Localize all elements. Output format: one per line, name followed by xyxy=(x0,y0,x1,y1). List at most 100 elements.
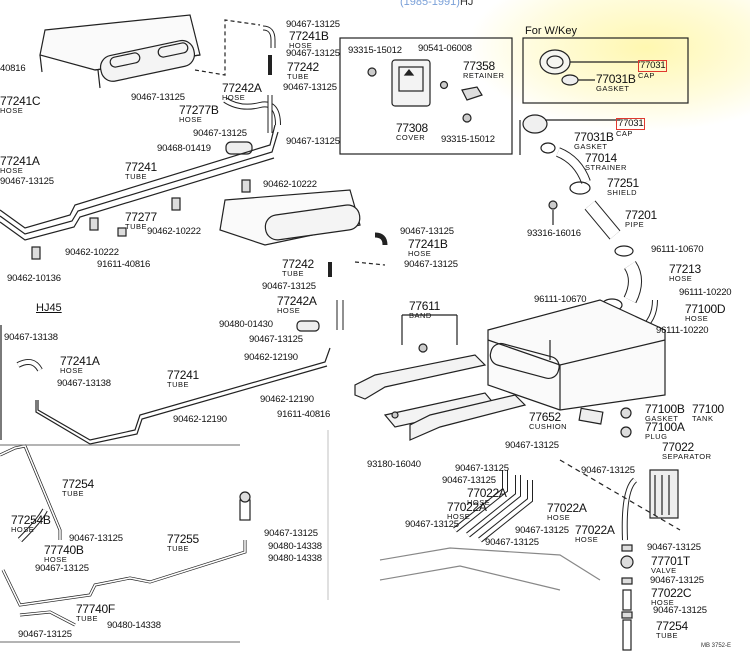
part-label[interactable]: 90467-13125 xyxy=(0,177,54,187)
part-name: HOSE xyxy=(669,274,693,283)
part-label[interactable]: 90480-14338 xyxy=(107,621,161,631)
part-label[interactable]: 90462-10222 xyxy=(65,248,119,258)
part-label[interactable]: 90467-13125 xyxy=(286,137,340,147)
part-label[interactable]: 90467-13125 xyxy=(35,564,89,574)
part-label[interactable]: 90467-13125 xyxy=(69,534,123,544)
part-label[interactable]: 90467-13125 xyxy=(515,526,569,536)
part-label[interactable]: 90467-13125 xyxy=(286,49,340,59)
part-label[interactable]: 96111-10670 xyxy=(534,295,587,305)
part-label[interactable]: 90480-14338 xyxy=(268,554,322,564)
part-label[interactable]: 93316-16016 xyxy=(527,229,581,239)
part-label[interactable]: 93315-15012 xyxy=(348,46,402,56)
part-label[interactable]: 96111-10220 xyxy=(656,326,709,336)
part-label[interactable]: 90468-01419 xyxy=(157,144,211,154)
part-label[interactable]: 91611-40816 xyxy=(97,260,150,270)
part-label[interactable]: 91611-40816 xyxy=(277,410,330,420)
part-label[interactable]: 90467-13125 xyxy=(249,335,303,345)
part-label[interactable]: 90467-13125 xyxy=(404,260,458,270)
part-label[interactable]: 90462-12190 xyxy=(244,353,298,363)
part-label[interactable]: 96111-10670 xyxy=(651,244,704,255)
part-label[interactable]: 90467-13125 xyxy=(283,83,337,93)
part-label[interactable]: 40816 xyxy=(0,64,26,74)
part-label[interactable]: 90467-13125 xyxy=(647,543,701,553)
part-label[interactable]: 90467-13138 xyxy=(57,379,111,389)
part-label[interactable]: 93315-15012 xyxy=(441,135,495,145)
part-label[interactable]: 90467-13125 xyxy=(405,520,459,530)
part-label[interactable]: 90462-10222 xyxy=(147,227,201,237)
header-year-range[interactable]: (1985-1991) xyxy=(400,0,460,8)
part-label[interactable]: 90467-13125 xyxy=(262,282,316,292)
part-number: 90467-13125 xyxy=(515,525,569,536)
part-label[interactable]: 90480-14338 xyxy=(268,542,322,552)
part-label[interactable]: 90467-13125 xyxy=(581,466,635,476)
part-label[interactable]: 90467-13125 xyxy=(264,529,318,539)
part-label[interactable]: 90462-10136 xyxy=(7,274,61,284)
part-label[interactable]: 90467-13125 xyxy=(455,464,509,474)
part-label[interactable]: 90467-13125 xyxy=(505,441,559,451)
part-number: 96111-10670 xyxy=(651,244,704,255)
part-label[interactable]: 90467-13125 xyxy=(286,20,340,30)
part-label[interactable]: 90467-13125 xyxy=(442,476,496,486)
part-number: 90462-10136 xyxy=(7,273,61,284)
part-label[interactable]: 90467-13125 xyxy=(131,93,185,103)
part-label[interactable]: 90467-13125 xyxy=(485,538,539,548)
part-label[interactable]: 93180-16040 xyxy=(367,460,421,470)
part-label[interactable]: 90467-13138 xyxy=(4,333,58,343)
part-label[interactable]: 90467-13125 xyxy=(653,606,707,616)
part-label[interactable]: 90467-13125 xyxy=(400,227,454,237)
part-label[interactable]: 90480-01430 xyxy=(219,320,273,330)
part-label[interactable]: 90462-12190 xyxy=(260,395,314,405)
part-label[interactable]: 90541-06008 xyxy=(418,44,472,54)
part-label[interactable]: 90462-10222 xyxy=(263,180,317,190)
part-label[interactable]: 90467-13125 xyxy=(18,630,72,640)
part-label[interactable]: 96111-10220 xyxy=(679,288,732,298)
part-label[interactable]: 90467-13125 xyxy=(193,129,247,139)
part-number: 90467-13125 xyxy=(35,563,89,574)
part-label[interactable]: 90462-12190 xyxy=(173,415,227,425)
part-label[interactable]: 90467-13125 xyxy=(650,576,704,586)
